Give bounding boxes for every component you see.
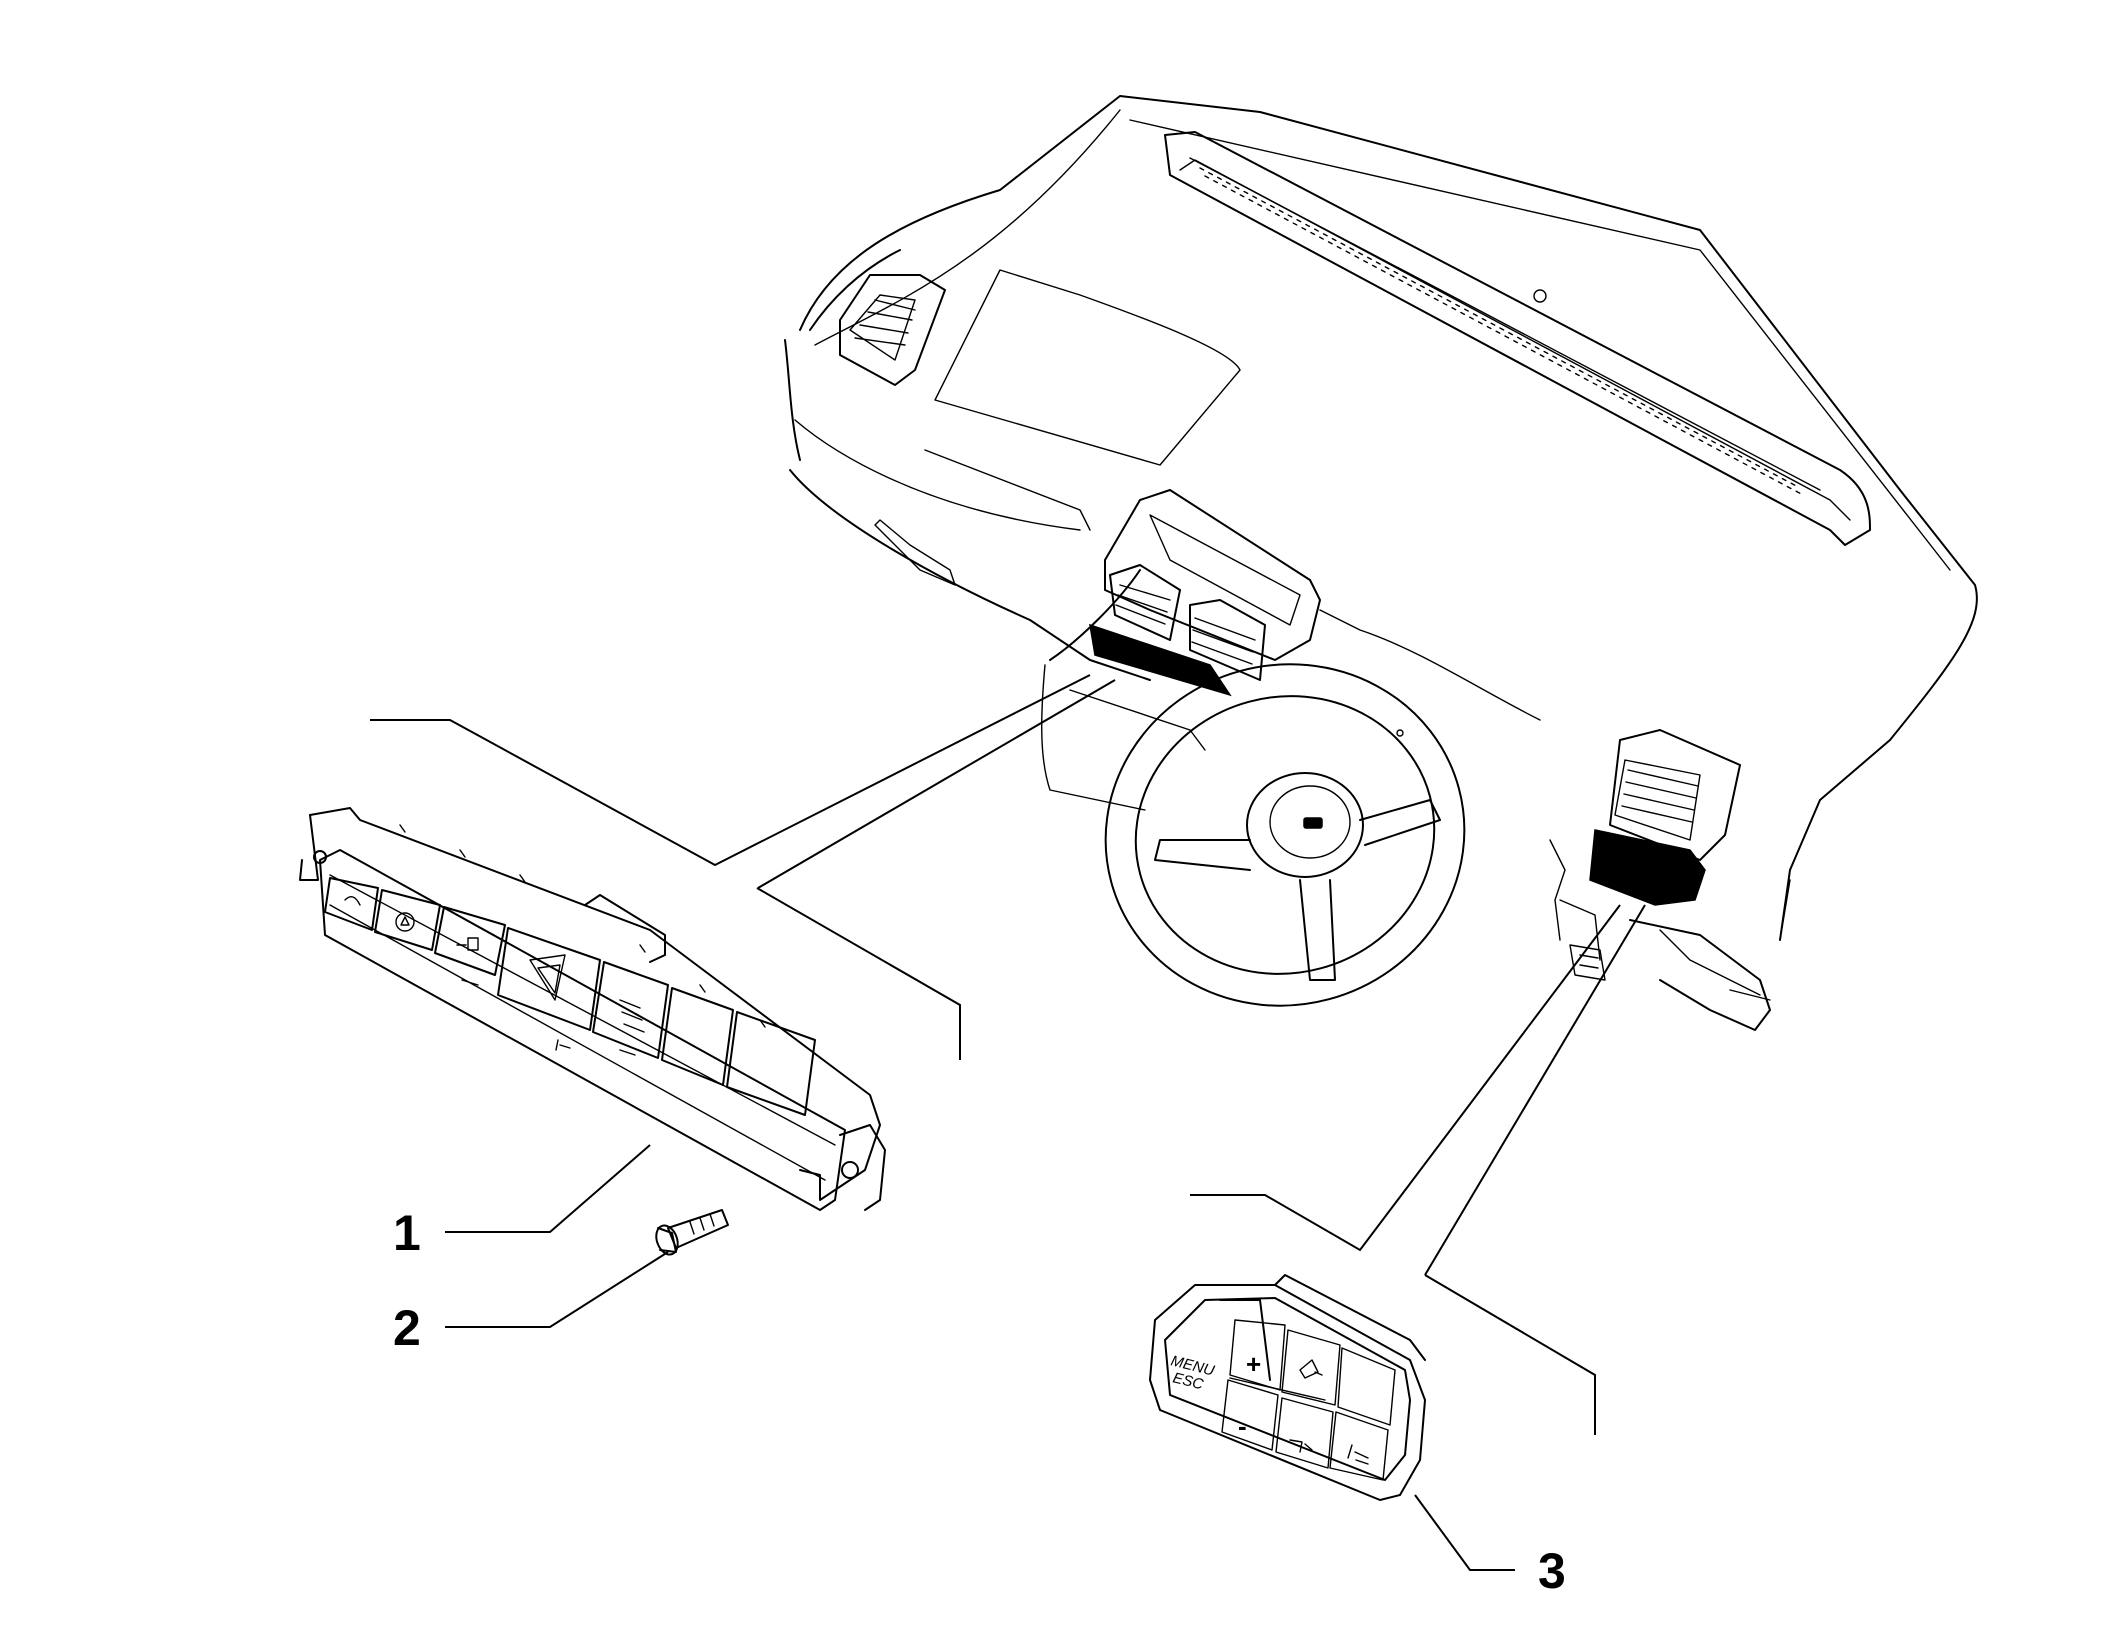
leader-lines <box>370 674 1646 1571</box>
minus-button-label: - <box>1238 1411 1247 1441</box>
plus-button-label: + <box>1246 1349 1261 1379</box>
dashboard-assembly <box>784 95 1978 1031</box>
callout-1: 1 <box>393 1205 421 1261</box>
central-vents <box>1089 489 1321 697</box>
switch-panel-part-1 <box>299 807 886 1211</box>
defrost-vent <box>1164 131 1871 546</box>
callout-2: 2 <box>393 1300 421 1356</box>
steering-control-part-3: + - MENU ESC <box>1149 1274 1426 1501</box>
callout-3: 3 <box>1538 1543 1566 1599</box>
left-side-vent <box>839 274 946 386</box>
right-side-vent <box>1589 729 1741 906</box>
steering-wheel <box>1104 663 1466 1007</box>
screw-part-2 <box>655 1209 729 1256</box>
esc-label: ESC <box>1171 1369 1205 1393</box>
